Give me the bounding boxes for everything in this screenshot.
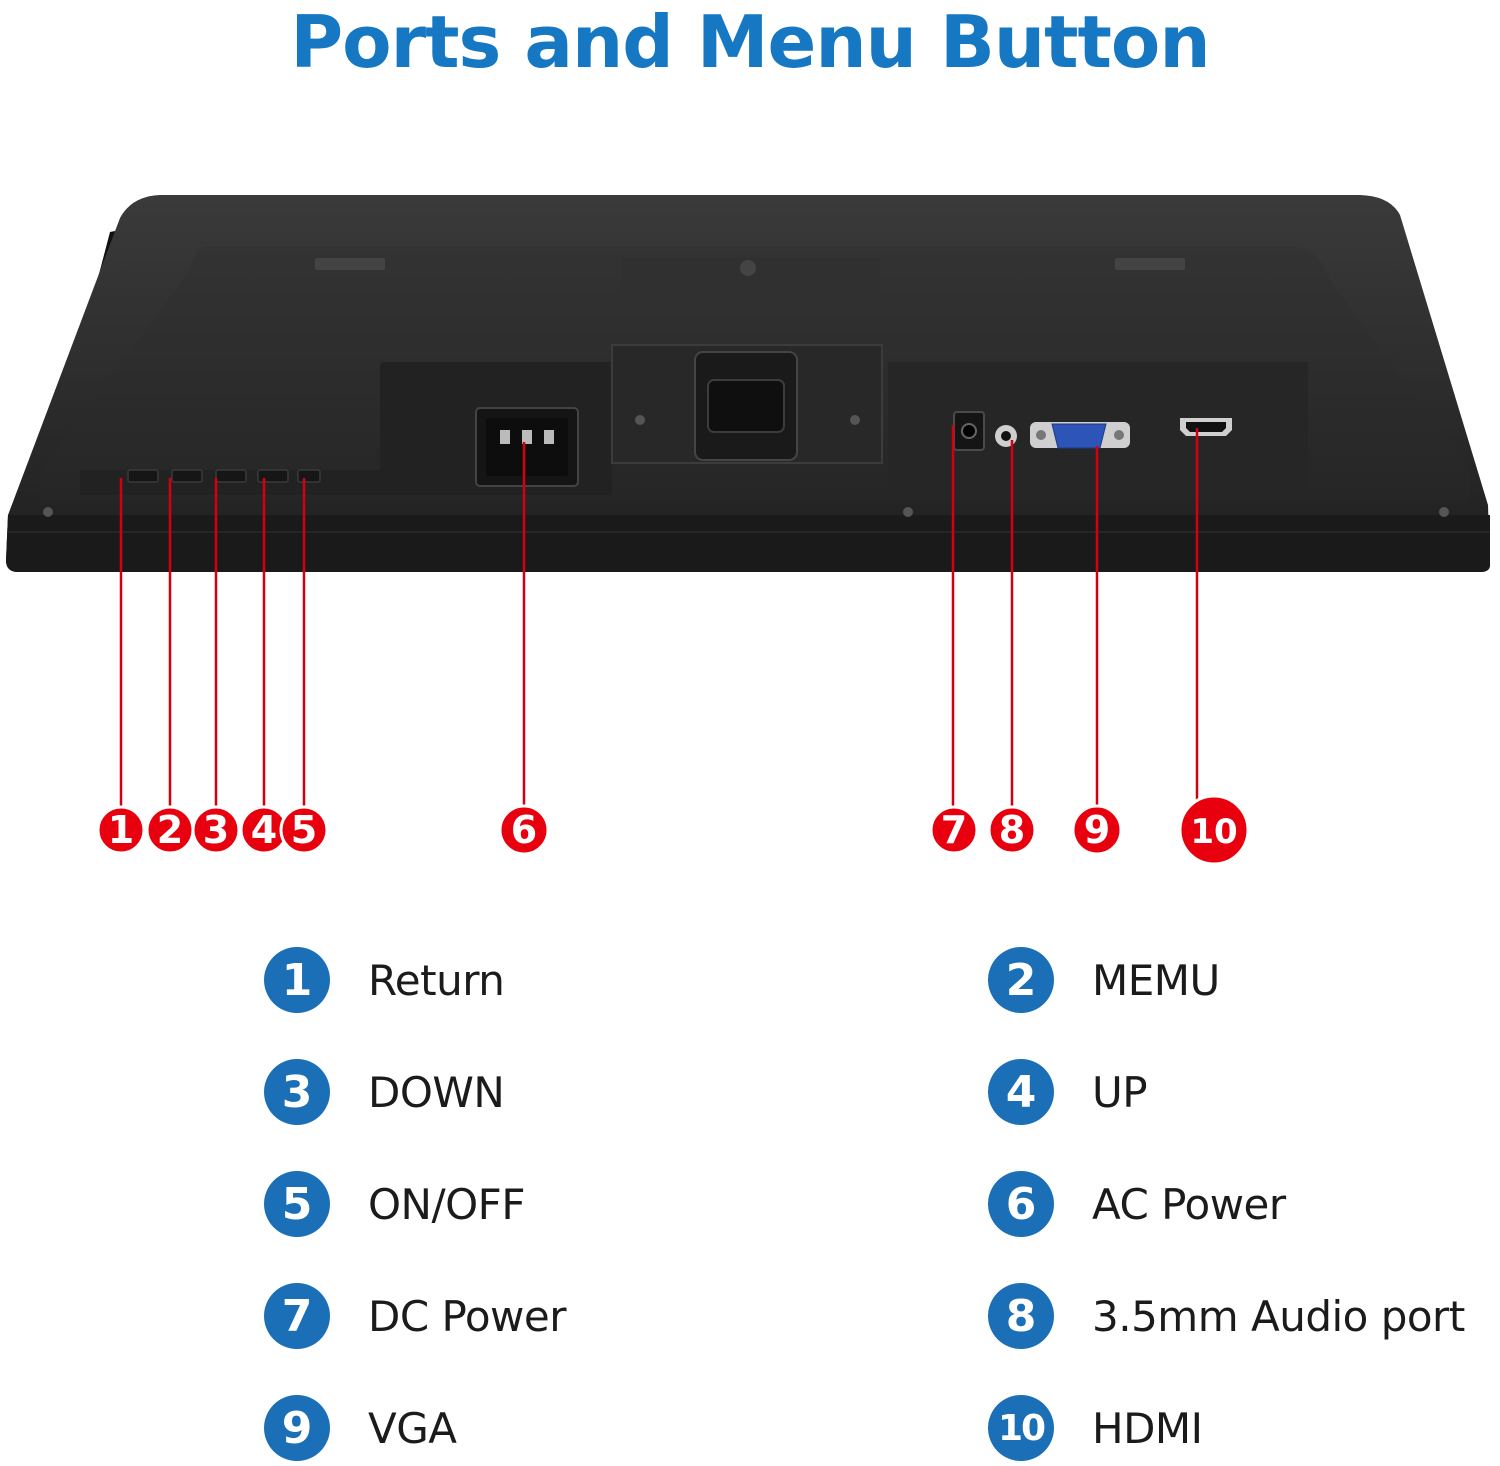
legend-badge: 1 <box>264 947 330 1013</box>
legend-badge: 3 <box>264 1059 330 1125</box>
svg-text:10: 10 <box>1190 812 1237 852</box>
dc-jack <box>953 411 985 451</box>
legend-badge: 8 <box>988 1283 1054 1349</box>
legend-label: DOWN <box>368 1067 505 1117</box>
legend-label: 3.5mm Audio port <box>1092 1291 1465 1341</box>
legend-item-audio-port: 8 3.5mm Audio port <box>988 1280 1465 1352</box>
legend-item-hdmi: 10 HDMI <box>988 1392 1203 1464</box>
svg-text:7: 7 <box>941 808 967 852</box>
callout-marker-1: 1 <box>96 805 146 855</box>
svg-text:8: 8 <box>999 808 1025 852</box>
legend-item-vga: 9 VGA <box>264 1392 457 1464</box>
legend-item-up: 4 UP <box>988 1056 1148 1128</box>
legend-badge: 2 <box>988 947 1054 1013</box>
vga-port <box>1030 422 1130 449</box>
callout-marker-3: 3 <box>191 805 241 855</box>
stand-mount <box>611 258 883 464</box>
svg-text:1: 1 <box>108 808 134 852</box>
monitor-diagram: 1 2 3 4 5 6 7 8 9 10 <box>6 195 1490 866</box>
legend-badge: 4 <box>988 1059 1054 1125</box>
svg-text:2: 2 <box>157 808 183 852</box>
legend-badge: 5 <box>264 1171 330 1237</box>
callout-marker-5: 5 <box>279 805 329 855</box>
legend-label: UP <box>1092 1067 1148 1117</box>
legend-label: DC Power <box>368 1291 567 1341</box>
legend-item-dc-power: 7 DC Power <box>264 1280 567 1352</box>
legend-item-memu: 2 MEMU <box>988 944 1220 1016</box>
legend-badge: 9 <box>264 1395 330 1461</box>
legend-item-down: 3 DOWN <box>264 1056 505 1128</box>
monitor-back <box>6 195 1490 572</box>
callout-marker-4: 4 <box>239 805 289 855</box>
callout-marker-7: 7 <box>929 805 979 855</box>
svg-text:6: 6 <box>511 808 537 852</box>
legend-label: Return <box>368 955 505 1005</box>
svg-text:4: 4 <box>251 808 277 852</box>
menu-buttons <box>127 469 321 483</box>
audio-jack <box>995 425 1017 447</box>
callout-marker-9: 9 <box>1071 804 1123 856</box>
legend-label: ON/OFF <box>368 1179 526 1229</box>
legend-item-return: 1 Return <box>264 944 505 1016</box>
legend-label: AC Power <box>1092 1179 1286 1229</box>
callout-marker-10: 10 <box>1178 794 1250 866</box>
svg-text:5: 5 <box>291 808 317 852</box>
legend-label: HDMI <box>1092 1403 1203 1453</box>
callout-marker-2: 2 <box>145 805 195 855</box>
legend-badge: 10 <box>988 1395 1054 1461</box>
svg-text:3: 3 <box>203 808 229 852</box>
legend-label: MEMU <box>1092 955 1220 1005</box>
legend-label: VGA <box>368 1403 457 1453</box>
ac-socket <box>475 407 579 487</box>
page-title: Ports and Menu Button <box>290 0 1210 84</box>
legend-badge: 6 <box>988 1171 1054 1237</box>
callout-markers: 1 2 3 4 5 6 7 8 9 10 <box>96 794 1250 866</box>
legend-item-on-off: 5 ON/OFF <box>264 1168 526 1240</box>
legend-badge: 7 <box>264 1283 330 1349</box>
svg-text:9: 9 <box>1084 808 1110 852</box>
callout-marker-6: 6 <box>498 804 550 856</box>
legend-item-ac-power: 6 AC Power <box>988 1168 1286 1240</box>
hdmi-port <box>1180 418 1232 436</box>
callout-marker-8: 8 <box>987 805 1037 855</box>
leader-lines <box>119 425 1199 808</box>
